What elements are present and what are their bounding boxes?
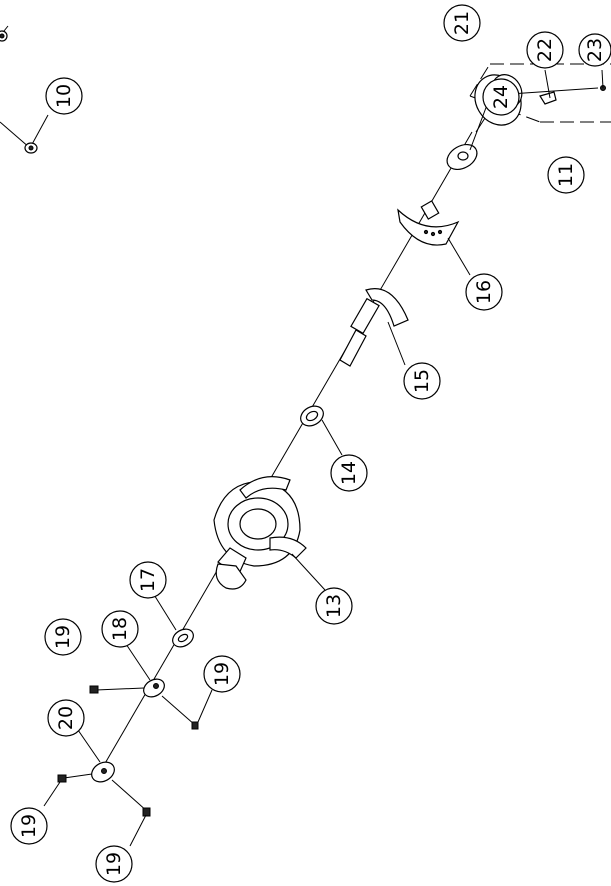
svg-text:18: 18 (109, 617, 131, 641)
svg-text:19: 19 (211, 662, 233, 686)
part-15-shaft (339, 288, 409, 367)
callout-21: 21 (443, 4, 481, 42)
svg-text:11: 11 (555, 163, 577, 187)
part-13-rotating-hook (213, 476, 326, 591)
svg-text:14: 14 (338, 461, 360, 485)
part-22-spring (509, 69, 599, 105)
part-24-washer (446, 104, 488, 171)
svg-text:24: 24 (490, 85, 512, 109)
callout-16: 16 (465, 273, 503, 311)
callout-15: 15 (403, 362, 441, 400)
callout-13: 13 (315, 587, 353, 625)
svg-text:23: 23 (584, 38, 606, 62)
callout-17: 17 (129, 561, 167, 599)
svg-text:19: 19 (103, 852, 125, 876)
callout-18: 18 (101, 610, 139, 648)
callout-24: 24 (482, 78, 520, 116)
callout-11: 11 (547, 156, 585, 194)
callout-19-lower-right: 19 (95, 845, 133, 883)
svg-text:19: 19 (18, 814, 40, 838)
callout-19-upper-left: 19 (44, 618, 82, 656)
svg-text:19: 19 (52, 625, 74, 649)
callout-23: 23 (578, 33, 611, 67)
svg-text:15: 15 (411, 369, 433, 393)
part-16-guard (397, 200, 471, 276)
part-18-collar (89, 643, 213, 730)
main-axis-line (99, 131, 473, 773)
callout-14: 14 (330, 454, 368, 492)
svg-text:21: 21 (451, 11, 473, 35)
svg-text:17: 17 (137, 568, 159, 592)
svg-text:10: 10 (53, 84, 75, 108)
callout-22: 22 (526, 31, 564, 69)
part-14-washer (300, 405, 343, 456)
svg-text:16: 16 (473, 280, 495, 304)
svg-text:22: 22 (534, 38, 556, 62)
part-20-collar (43, 729, 151, 847)
callout-19-upper-right: 19 (203, 655, 241, 693)
callout-20: 20 (47, 699, 85, 737)
part-23-screw (600, 69, 606, 91)
part-top-left-screw (0, 25, 9, 42)
part-10-screw (0, 114, 49, 154)
callout-19-lower-left: 19 (10, 807, 48, 845)
callout-10: 10 (45, 77, 83, 115)
svg-text:20: 20 (55, 706, 77, 730)
svg-text:13: 13 (323, 594, 345, 618)
